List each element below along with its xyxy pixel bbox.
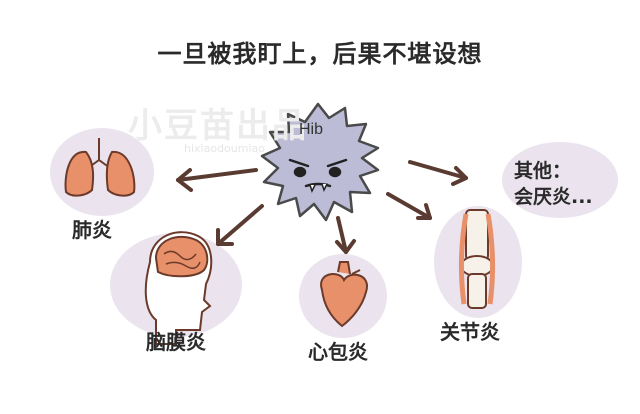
- heart-label: 心包炎: [308, 340, 368, 364]
- arrow-to-other: [408, 160, 468, 186]
- brain-icon: [144, 231, 213, 345]
- heart-icon: [320, 261, 369, 328]
- watermark-site: hixiaodoumiao: [184, 142, 265, 155]
- other-backdrop: [502, 142, 618, 218]
- lungs-icon: [64, 138, 136, 197]
- arrow-to-lung: [176, 168, 258, 192]
- brain-label: 脑膜炎: [146, 330, 206, 354]
- arrow-to-joint: [386, 192, 432, 220]
- arrow-to-heart: [335, 216, 356, 254]
- virus-label: Hib: [299, 121, 324, 138]
- virus-face: [288, 158, 348, 193]
- joint-label: 关节炎: [440, 320, 500, 344]
- lung-label: 肺炎: [72, 218, 112, 242]
- hib-virus: [260, 102, 380, 222]
- arrow-to-brain: [216, 204, 264, 246]
- page-title: 一旦被我盯上，后果不堪设想: [157, 40, 483, 68]
- other-label: 其他： 会厌炎...: [514, 158, 593, 210]
- other-label-line1: 其他：: [514, 160, 572, 182]
- arrows: [176, 160, 468, 254]
- watermark-logo: 小豆苗出品: [128, 106, 308, 146]
- other-label-line2: 会厌炎...: [514, 186, 593, 208]
- knee-joint-icon: [458, 209, 496, 309]
